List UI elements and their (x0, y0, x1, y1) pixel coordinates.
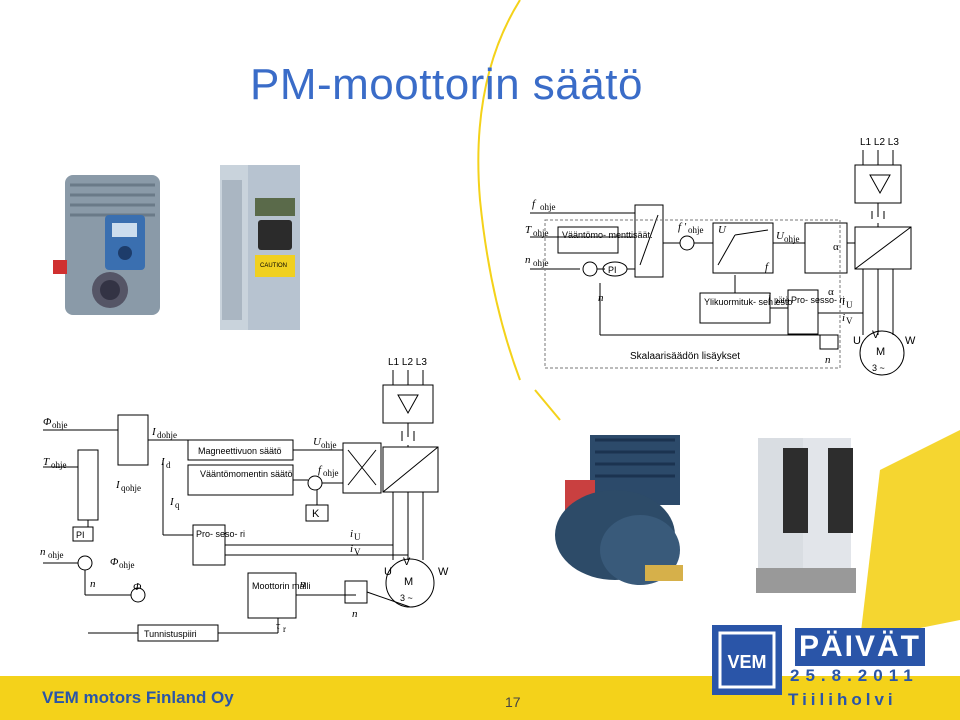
top-motor-M: M (876, 346, 885, 358)
top-n-mid: n (598, 292, 604, 304)
event-place: Tiiliholvi (788, 690, 897, 709)
scalar-control-diagram: L1 L2 L3 f ohje T ohje n ohje Vääntömo- … (525, 137, 916, 376)
bottom-V: V (403, 556, 411, 568)
top-iU-sub: U (846, 300, 853, 310)
bottom-U: U (384, 566, 392, 578)
top-W: W (905, 335, 916, 347)
vem-logo-text: VEM (727, 652, 766, 672)
bottom-identification: Tunnistuspiiri (144, 629, 197, 639)
bottom-processor: Pro- seso- ri (196, 529, 245, 539)
bottom-iV: i (350, 543, 353, 555)
bottom-U-ref-sub: ohje (321, 440, 337, 450)
drives-photo-large (756, 438, 856, 593)
top-u-ref: U (776, 230, 785, 242)
bottom-motor-M: M (404, 576, 413, 588)
bottom-Iq: I (169, 496, 175, 508)
top-f-prime: f ' (678, 221, 687, 233)
vem-logo-mark: VEM (712, 625, 782, 695)
bottom-Id-sub: d (166, 460, 171, 470)
page-number: 17 (505, 694, 521, 710)
bottom-n-encoder: n (352, 608, 358, 620)
top-pi: PI (608, 265, 617, 275)
bottom-T-ref: T (43, 456, 50, 468)
top-iV: i (842, 312, 845, 324)
event-date: 25.8.2011 (790, 666, 919, 685)
top-u-ref-sub: ohje (784, 234, 800, 244)
top-U: U (853, 335, 861, 347)
top-motor-phase: 3 ~ (872, 363, 885, 373)
motor-photo (555, 435, 683, 585)
top-f-ref: f (532, 198, 537, 210)
top-i-actual: i (768, 291, 771, 303)
event-name-badge: PÄIVÄT (795, 628, 925, 666)
bottom-Iq-sub: q (175, 500, 180, 510)
bottom-torque-controller: Vääntömomentin säätö (200, 469, 293, 479)
bottom-Id-ref-sub: dohje (157, 430, 177, 440)
top-f-prime-sub: ohje (688, 225, 704, 235)
bottom-motor-phase: 3 ~ (400, 593, 413, 603)
bottom-iV-sub: V (354, 547, 361, 557)
top-torque-limiter: Vääntömo- menttisäät. (562, 230, 653, 240)
bottom-phi-ref: Φ (43, 416, 52, 428)
top-n-fb: n (825, 354, 831, 366)
bottom-phi-ohje: Φ (110, 556, 119, 568)
bottom-Iq-ref-sub: qohje (121, 483, 141, 493)
bottom-tau-sub: r (283, 624, 286, 634)
drive-photo-tall: CAUTION (220, 165, 300, 330)
caution-label: CAUTION (260, 263, 287, 269)
top-f-axis: f (765, 261, 770, 273)
bottom-n-ref-sub: ohje (48, 550, 64, 560)
bottom-n-model: n (300, 578, 306, 590)
bottom-Id-ref: I (151, 426, 157, 438)
bottom-f-ref: f (318, 464, 323, 476)
vem-logo: VEM (712, 625, 782, 695)
bottom-Id: I (160, 456, 166, 468)
bottom-phi-ohje-sub: ohje (119, 560, 135, 570)
top-f-ref-sub: ohje (540, 202, 556, 212)
bottom-n: n (90, 578, 96, 590)
top-T-ref-sub: ohje (533, 228, 549, 238)
drive-photo-small (53, 175, 160, 315)
bottom-phi: Φ (133, 581, 142, 593)
bottom-phi-ref-sub: ohje (52, 420, 68, 430)
bottom-flux-controller: Magneettivuon säätö (198, 446, 282, 456)
top-overcurrent: Ylikuormituk- sen esto (704, 297, 793, 307)
bottom-U-ref: U (313, 436, 322, 448)
top-i-actual-sub: pätö (774, 295, 790, 305)
footer-company: VEM motors Finland Oy (42, 688, 234, 707)
top-T-ref: T (525, 224, 532, 236)
top-alpha-2: α (828, 286, 834, 298)
bottom-tau: τ (276, 620, 281, 632)
bottom-motor-model: Moottorin malli (252, 581, 311, 591)
top-V: V (872, 329, 880, 341)
slide-title: PM-moottorin säätö (250, 60, 643, 109)
top-iV-sub: V (846, 316, 853, 326)
top-n-ref: n (525, 254, 531, 266)
top-n-ref-sub: ohje (533, 258, 549, 268)
bottom-T-ref-sub: ohje (51, 460, 67, 470)
bottom-PI: PI (76, 530, 85, 540)
bottom-n-ref: n (40, 546, 46, 558)
bottom-supply-label: L1 L2 L3 (388, 357, 427, 368)
bottom-iU-sub: U (354, 532, 361, 542)
top-supply-label: L1 L2 L3 (860, 137, 899, 148)
top-u-axis: U (718, 224, 727, 236)
bottom-Iq-ref: I (115, 479, 121, 491)
top-iU: i (842, 296, 845, 308)
top-processor: Pro- sesso- ri (791, 295, 845, 305)
bottom-f-ref-sub: ohje (323, 468, 339, 478)
bottom-K: K (312, 508, 320, 520)
top-alpha: α (833, 241, 839, 253)
top-caption: Skalaarisäädön lisäykset (630, 351, 740, 362)
bottom-iU: i (350, 528, 353, 540)
bottom-W: W (438, 566, 449, 578)
vector-control-diagram: L1 L2 L3 Φ ohje T ohje I dohje I d I qoh… (40, 357, 449, 642)
